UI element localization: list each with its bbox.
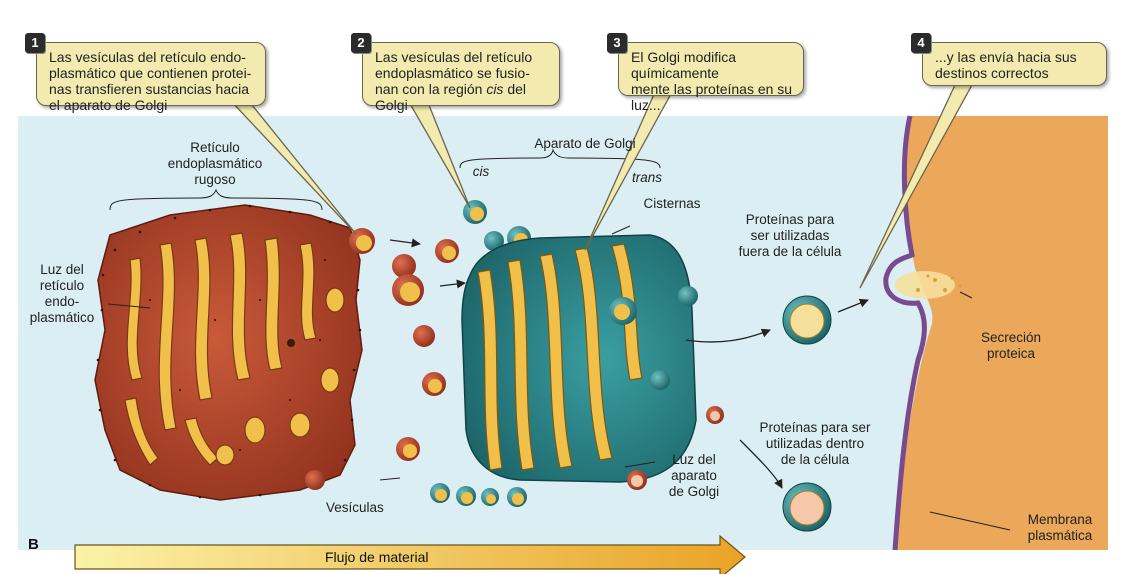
label-proteins-out-line-1: Proteínas para [720, 212, 860, 228]
label-rer-line-3: rugoso [150, 172, 280, 188]
label-er-lumen: Luz del retículo endo- plasmático [22, 262, 102, 326]
callout-3: 3 El Golgi modifica químicamente mente l… [618, 42, 804, 96]
label-golgi: Aparato de Golgi [510, 136, 660, 152]
golgi-apparatus [462, 235, 698, 482]
label-golgi-lumen-line-3: de Golgi [654, 484, 734, 500]
label-membrana-line-2: plasmática [1010, 528, 1110, 544]
label-cisternas: Cisternas [632, 196, 712, 212]
label-trans: trans [622, 170, 672, 186]
callout-1: 1 Las vesículas del retículo endo- plasm… [36, 42, 266, 106]
callout-2-line-1: Las vesículas del retículo [375, 49, 549, 65]
label-rer-line-1: Retículo [150, 140, 280, 156]
label-golgi-lumen: Luz del aparato de Golgi [654, 452, 734, 500]
callout-2-line-3: nan con la región [375, 81, 482, 97]
label-cis: cis [466, 164, 496, 180]
label-secrecion-line-1: Secreción [956, 330, 1066, 346]
callout-4-line-2: destinos correctos [935, 65, 1096, 81]
label-proteins-out: Proteínas para ser utilizadas fuera de l… [720, 212, 860, 260]
callout-4: 4 ...y las envía hacia sus destinos corr… [922, 42, 1107, 86]
label-secrecion-line-2: proteica [956, 346, 1066, 362]
callout-2-number: 2 [351, 33, 371, 53]
label-proteins-in: Proteínas para ser utilizadas dentro de … [745, 420, 885, 468]
label-membrana-line-1: Membrana [1010, 512, 1110, 528]
panel-letter: B [28, 536, 39, 553]
callout-2-line-4: Golgi [375, 97, 549, 113]
label-rer: Retículo endoplasmático rugoso [150, 140, 280, 188]
label-proteins-in-line-1: Proteínas para ser [745, 420, 885, 436]
label-proteins-in-line-3: de la célula [745, 452, 885, 468]
label-er-lumen-line-1: Luz del [22, 262, 102, 278]
label-er-lumen-line-4: plasmático [22, 310, 102, 326]
flow-label: Flujo de material [325, 549, 429, 565]
callout-3-line-2: mente las proteínas en su [631, 81, 793, 97]
label-proteins-out-line-2: ser utilizadas [720, 228, 860, 244]
callout-3-line-1: El Golgi modifica químicamente [631, 49, 793, 81]
callout-1-line-1: Las vesículas del retículo endo- [49, 49, 255, 65]
callout-2: 2 Las vesículas del retículo endoplasmát… [362, 42, 560, 106]
label-golgi-lumen-line-2: aparato [654, 468, 734, 484]
callout-3-line-3: luz... [631, 97, 793, 113]
callout-1-line-4: el aparato de Golgi [49, 97, 255, 113]
callout-2-line-2: endoplasmático se fusio- [375, 65, 549, 81]
rough-er [95, 205, 362, 500]
callout-2-del: del [507, 81, 526, 97]
callout-1-number: 1 [25, 33, 45, 53]
label-er-lumen-line-3: endo- [22, 294, 102, 310]
label-membrana: Membrana plasmática [1010, 512, 1110, 544]
callout-2-cis: cis [486, 81, 503, 97]
callout-1-line-3: nas transfieren sustancias hacia [49, 81, 255, 97]
label-rer-line-2: endoplasmático [150, 156, 280, 172]
label-proteins-out-line-3: fuera de la célula [720, 244, 860, 260]
callout-1-line-2: plasmático que contienen protei- [49, 65, 255, 81]
callout-4-number: 4 [911, 33, 931, 53]
secretory-vesicle-out [783, 296, 831, 344]
label-secrecion: Secreción proteica [956, 330, 1066, 362]
label-golgi-lumen-line-1: Luz del [654, 452, 734, 468]
callout-3-number: 3 [607, 33, 627, 53]
secretory-vesicle-in [783, 483, 831, 531]
label-proteins-in-line-2: utilizadas dentro [745, 436, 885, 452]
label-er-lumen-line-2: retículo [22, 278, 102, 294]
callout-4-line-1: ...y las envía hacia sus [935, 49, 1096, 65]
label-vesiculas: Vesículas [326, 500, 384, 516]
